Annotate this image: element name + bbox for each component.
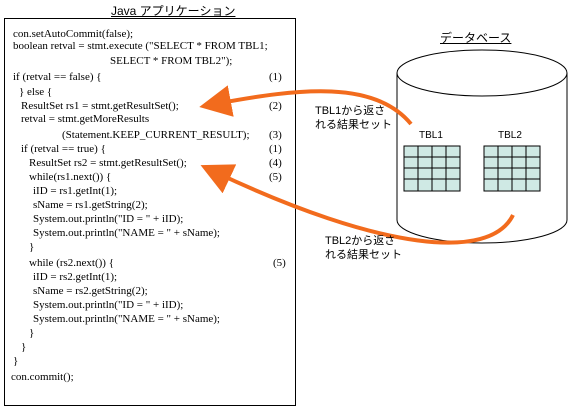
code-line: retval = stmt.getMoreResults	[21, 113, 150, 125]
code-line: System.out.println("ID = " + iID);	[33, 213, 184, 225]
code-line: if (retval == true) {	[21, 143, 106, 155]
table-grid-tbl1	[403, 145, 461, 192]
table-label-tbl2: TBL2	[498, 130, 522, 141]
arrow-tbl2-to-rs2	[200, 164, 515, 245]
database-title: データベース	[440, 31, 512, 45]
marker-2: (2)	[269, 100, 282, 112]
code-line: }	[13, 355, 19, 367]
marker-1: (1)	[269, 143, 282, 155]
code-line: while (rs2.next()) {	[29, 257, 115, 269]
code-line: (Statement.KEEP_CURRENT_RESULT);	[62, 129, 250, 141]
code-line: iID = rs1.getInt(1);	[33, 185, 118, 197]
code-line: con.commit();	[11, 371, 74, 383]
code-panel	[4, 18, 296, 406]
code-line: System.out.println("ID = " + iID);	[33, 299, 184, 311]
code-line: SELECT * FROM TBL2");	[110, 55, 233, 67]
marker-3: (3)	[269, 129, 282, 141]
code-line: ResultSet rs2 = stmt.getResultSet();	[29, 157, 187, 169]
code-line: if (retval == false) {	[13, 71, 102, 83]
marker-1: (1)	[269, 71, 282, 83]
code-line: }	[21, 341, 27, 353]
code-line: sName = rs2.getString(2);	[33, 285, 148, 297]
code-line: } else {	[19, 86, 53, 98]
code-line: iID = rs2.getInt(1);	[33, 271, 118, 283]
label-tbl2-result-set: TBL2から返さ れる結果セット	[325, 235, 402, 261]
database-cylinder	[396, 49, 568, 244]
marker-5: (5)	[269, 171, 282, 183]
marker-5: (5)	[273, 257, 286, 269]
code-line: boolean retval = stmt.execute ("SELECT *…	[13, 40, 268, 52]
arrow-tbl1-to-rs1	[199, 85, 413, 126]
code-line: System.out.println("NAME = " + sName);	[33, 227, 220, 239]
code-line: while(rs1.next()) {	[29, 171, 112, 183]
code-line: con.setAutoCommit(false);	[13, 28, 134, 40]
code-line: }	[29, 241, 35, 253]
code-line: sName = rs1.getString(2);	[33, 199, 148, 211]
label-tbl1-result-set: TBL1から返さ れる結果セット	[315, 105, 392, 131]
code-line: ResultSet rs1 = stmt.getResultSet();	[21, 100, 179, 112]
code-line: System.out.println("NAME = " + sName);	[33, 313, 220, 325]
marker-4: (4)	[269, 157, 282, 169]
java-application-title: Java アプリケーション	[111, 4, 236, 18]
table-grid-tbl2	[483, 145, 541, 192]
code-line: }	[29, 327, 35, 339]
table-label-tbl1: TBL1	[419, 130, 443, 141]
